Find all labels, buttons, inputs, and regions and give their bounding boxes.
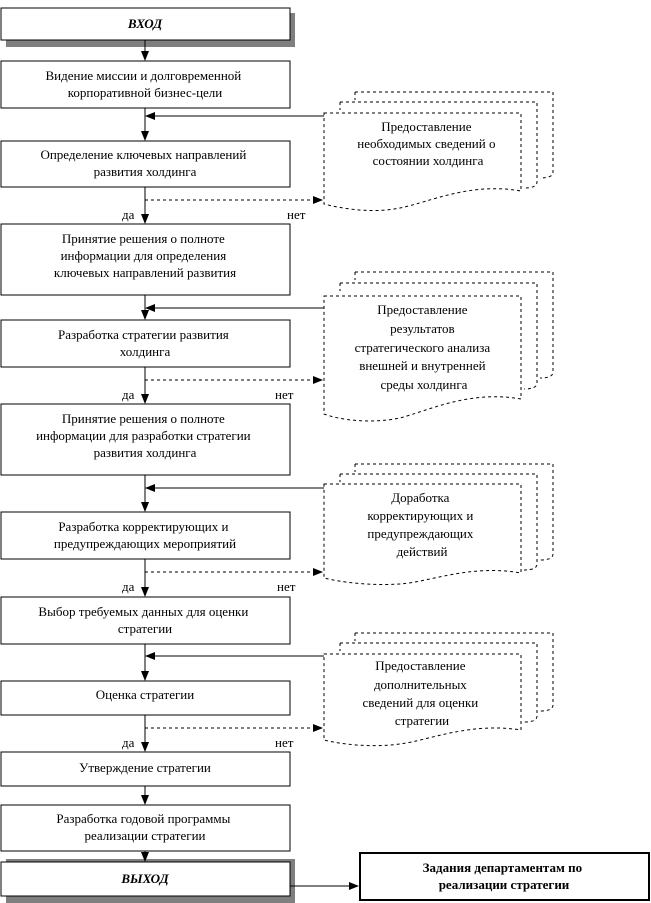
output-box: ВЫХОД <box>0 859 295 903</box>
document-holding-info-text: Предоставление необходимых сведений о со… <box>357 119 498 168</box>
step-annual-program: Разработка годовой программы реализации … <box>0 804 291 852</box>
decision-key-directions: Принятие решения о полноте информации дл… <box>0 223 291 296</box>
step-strategy-evaluation-text: Оценка стратегии <box>96 687 194 702</box>
result-box: Задания департаментам по реализации стра… <box>359 852 650 901</box>
step-key-directions: Определение ключевых направлений развити… <box>0 140 291 188</box>
document-strategic-analysis-text: Предоставление результатов стратегическо… <box>355 302 494 392</box>
step-mission-text: Видение миссии и долговременной корпорат… <box>45 68 244 100</box>
label-no-4: нет <box>275 735 294 750</box>
step-strategy-development: Разработка стратегии развития холдинга <box>0 319 291 368</box>
label-no-1: нет <box>287 207 306 222</box>
step-corrective-measures: Разработка корректирующих и предупреждаю… <box>0 511 291 560</box>
label-no-3: нет <box>277 579 296 594</box>
label-yes-1: да <box>122 207 135 222</box>
step-annual-program-text: Разработка годовой программы реализации … <box>56 811 233 843</box>
input-box: ВХОД <box>0 7 295 47</box>
document-additional-info-text: Предоставление дополнительных сведений д… <box>363 658 482 728</box>
input-label: ВХОД <box>127 16 163 31</box>
step-corrective-measures-text: Разработка корректирующих и предупреждаю… <box>54 519 236 551</box>
document-stack-strategic-analysis: Предоставление результатов стратегическо… <box>323 271 554 422</box>
step-key-directions-text: Определение ключевых направлений развити… <box>40 147 249 179</box>
step-strategy-approval: Утверждение стратегии <box>0 751 291 787</box>
step-strategy-development-text: Разработка стратегии развития холдинга <box>58 327 232 359</box>
output-label: ВЫХОД <box>120 871 169 886</box>
decision-strategy-info-text: Принятие решения о полноте информации дл… <box>36 411 254 460</box>
label-yes-3: да <box>122 579 135 594</box>
step-strategy-approval-text: Утверждение стратегии <box>79 760 211 775</box>
decision-strategy-info: Принятие решения о полноте информации дл… <box>0 403 291 476</box>
result-text: Задания департаментам по реализации стра… <box>423 860 586 892</box>
document-stack-additional-info: Предоставление дополнительных сведений д… <box>323 632 554 747</box>
step-data-selection-text: Выбор требуемых данных для оценки страте… <box>38 604 251 636</box>
step-mission: Видение миссии и долговременной корпорат… <box>0 60 291 109</box>
document-stack-holding-info: Предоставление необходимых сведений о со… <box>323 91 554 212</box>
step-data-selection: Выбор требуемых данных для оценки страте… <box>0 596 291 645</box>
label-yes-4: да <box>122 735 135 750</box>
document-stack-corrective-actions: Доработка корректирующих и предупреждающ… <box>323 463 554 586</box>
label-yes-2: да <box>122 387 135 402</box>
step-strategy-evaluation: Оценка стратегии <box>0 680 291 716</box>
label-no-2: нет <box>275 387 294 402</box>
document-corrective-actions-text: Доработка корректирующих и предупреждающ… <box>367 490 476 559</box>
decision-key-directions-text: Принятие решения о полноте информации дл… <box>54 231 236 280</box>
